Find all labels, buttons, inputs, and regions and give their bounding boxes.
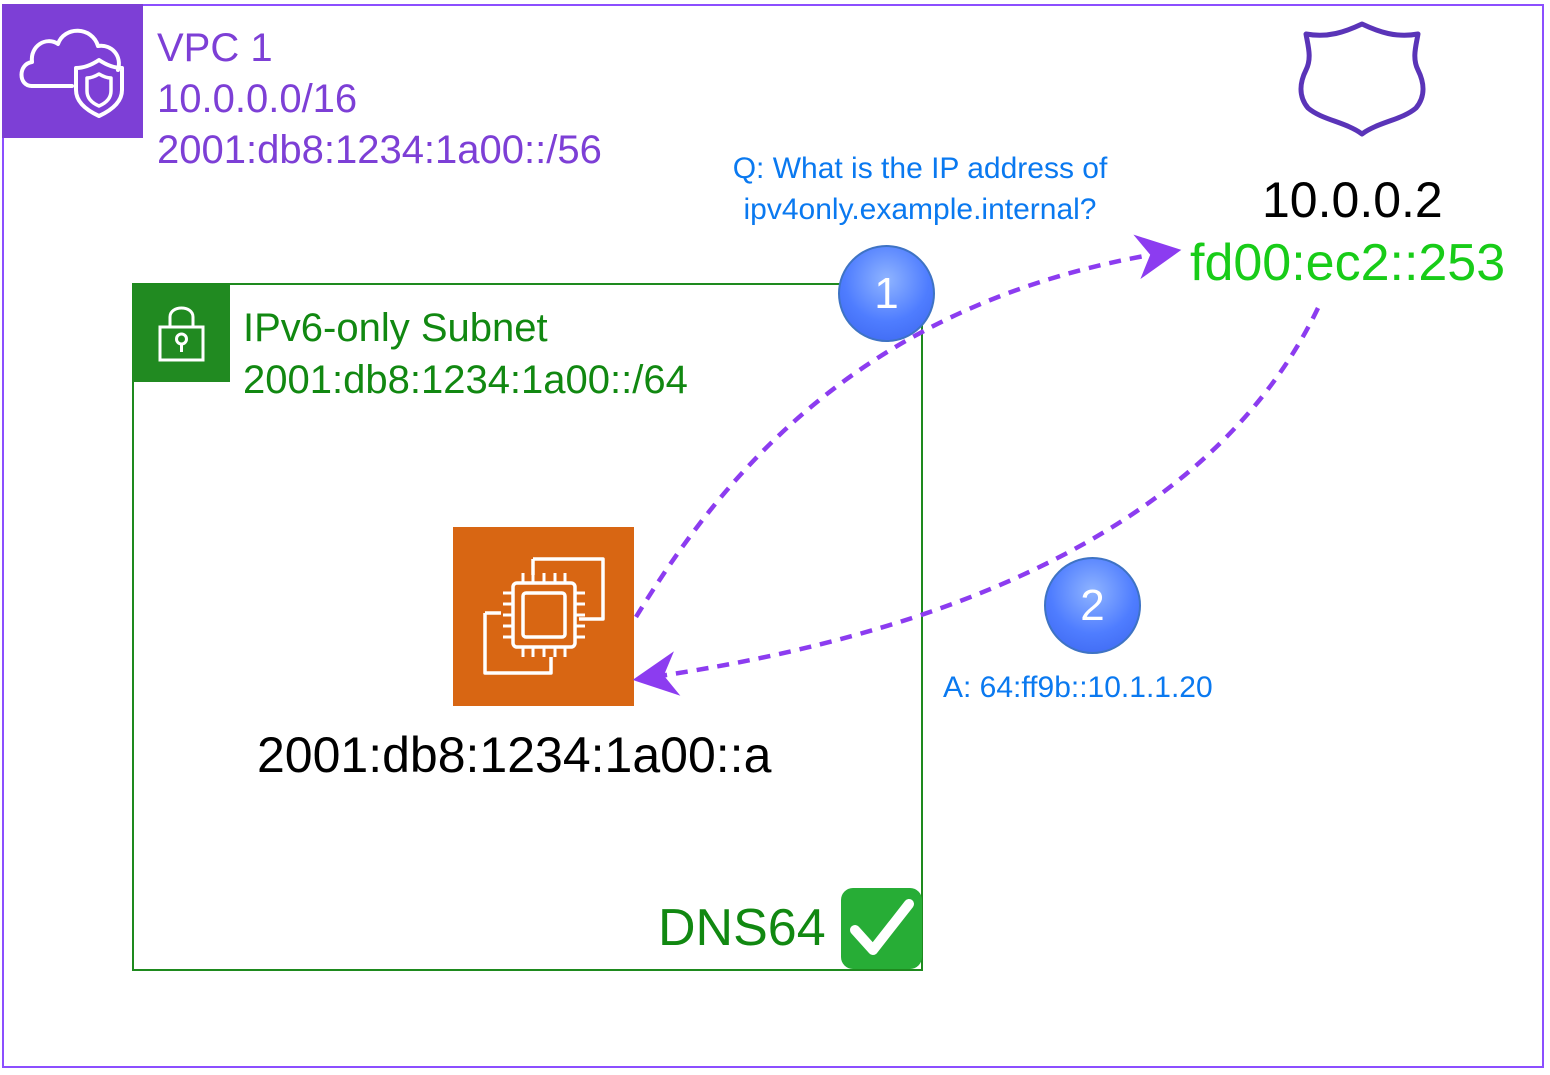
query-text-line2: ipv4only.example.internal? (743, 193, 1097, 226)
ec2-chip-icon (453, 527, 634, 706)
step-2-badge: 2 (1044, 557, 1141, 654)
vpc-boundary (2, 4, 1544, 1068)
instance-ipv6-address: 2001:db8:1234:1a00::a (257, 727, 772, 783)
answer-arrow (632, 307, 1321, 696)
step-1-badge: 1 (838, 245, 935, 342)
subnet-boundary (132, 283, 923, 971)
answer-text: A: 64:ff9b::10.1.1.20 (943, 671, 1213, 704)
lock-icon (133, 285, 230, 382)
resolver-ipv6-address: fd00:ec2::253 (1190, 234, 1506, 292)
vpc-ipv6-cidr: 2001:db8:1234:1a00::/56 (157, 128, 602, 172)
vpc-ipv4-cidr: 10.0.0.0/16 (157, 77, 358, 121)
route-shield-icon (1298, 21, 1426, 137)
cloud-shield-icon (2, 4, 143, 138)
vpc-name: VPC 1 (157, 26, 273, 70)
check-mark-icon (841, 888, 922, 969)
query-text-line1: Q: What is the IP address of (732, 152, 1108, 185)
query-arrow (634, 234, 1182, 619)
subnet-name: IPv6-only Subnet (243, 306, 548, 350)
subnet-ipv6-cidr: 2001:db8:1234:1a00::/64 (243, 358, 688, 402)
resolver-ipv4-address: 10.0.0.2 (1262, 172, 1443, 228)
dns64-label: DNS64 (658, 899, 826, 957)
